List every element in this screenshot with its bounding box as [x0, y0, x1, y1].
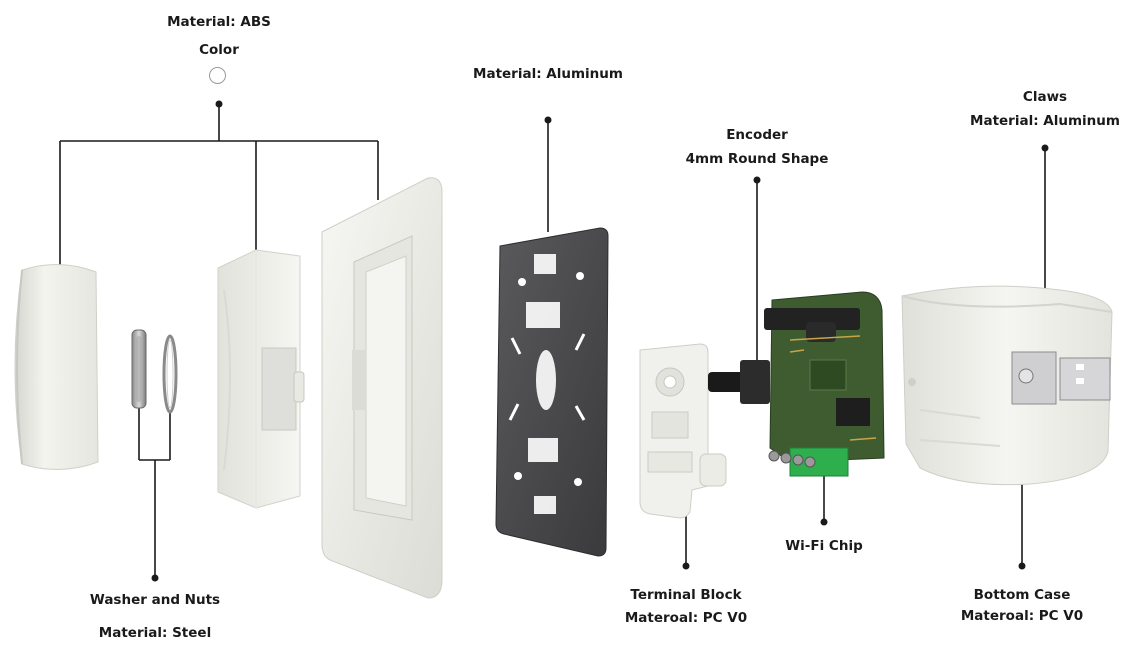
- knob-cover: [14, 263, 99, 471]
- terminal-material-label: Materoal: PC V0: [624, 610, 748, 626]
- claws-title-label: Claws: [1022, 89, 1068, 105]
- terminal-dot: [682, 562, 690, 570]
- wifi-dot: [820, 518, 828, 526]
- washer-material-label: Material: Steel: [98, 625, 212, 641]
- bottom-title-label: Bottom Case: [973, 587, 1071, 603]
- terminal-title-label: Terminal Block: [630, 587, 742, 603]
- claws-dot: [1041, 144, 1049, 152]
- bottom-dot: [1018, 562, 1026, 570]
- washer-title-label: Washer and Nuts: [89, 592, 221, 608]
- leader-dots: [151, 100, 1049, 582]
- encoder-title-label: Encoder: [726, 127, 788, 143]
- cover-material-label: Material: ABS: [167, 14, 271, 30]
- wifi-title-label: Wi-Fi Chip: [785, 538, 863, 554]
- washer-dot: [151, 574, 159, 582]
- encoder-module: [708, 291, 885, 477]
- claws-material-label: Material: Aluminum: [970, 113, 1120, 129]
- bottom-material-label: Materoal: PC V0: [960, 608, 1084, 624]
- terminal-block: [639, 343, 727, 519]
- inner-panel: [217, 249, 305, 509]
- plate-material-label: Material: Aluminum: [473, 66, 623, 82]
- bottom-case: [901, 285, 1113, 486]
- encoder-shape-label: 4mm Round Shape: [685, 151, 829, 167]
- mounting-plate: [495, 227, 609, 557]
- outer-frame: [321, 177, 443, 599]
- cover-bracket-line: [59, 104, 379, 266]
- cover-dot: [215, 100, 223, 108]
- color-swatch-white: [209, 67, 226, 84]
- encoder-dot: [753, 176, 761, 184]
- cover-color-label: Color: [199, 42, 239, 58]
- plate-dot: [544, 116, 552, 124]
- washer-leader-line: [138, 408, 171, 578]
- washer-and-nuts: [131, 329, 178, 414]
